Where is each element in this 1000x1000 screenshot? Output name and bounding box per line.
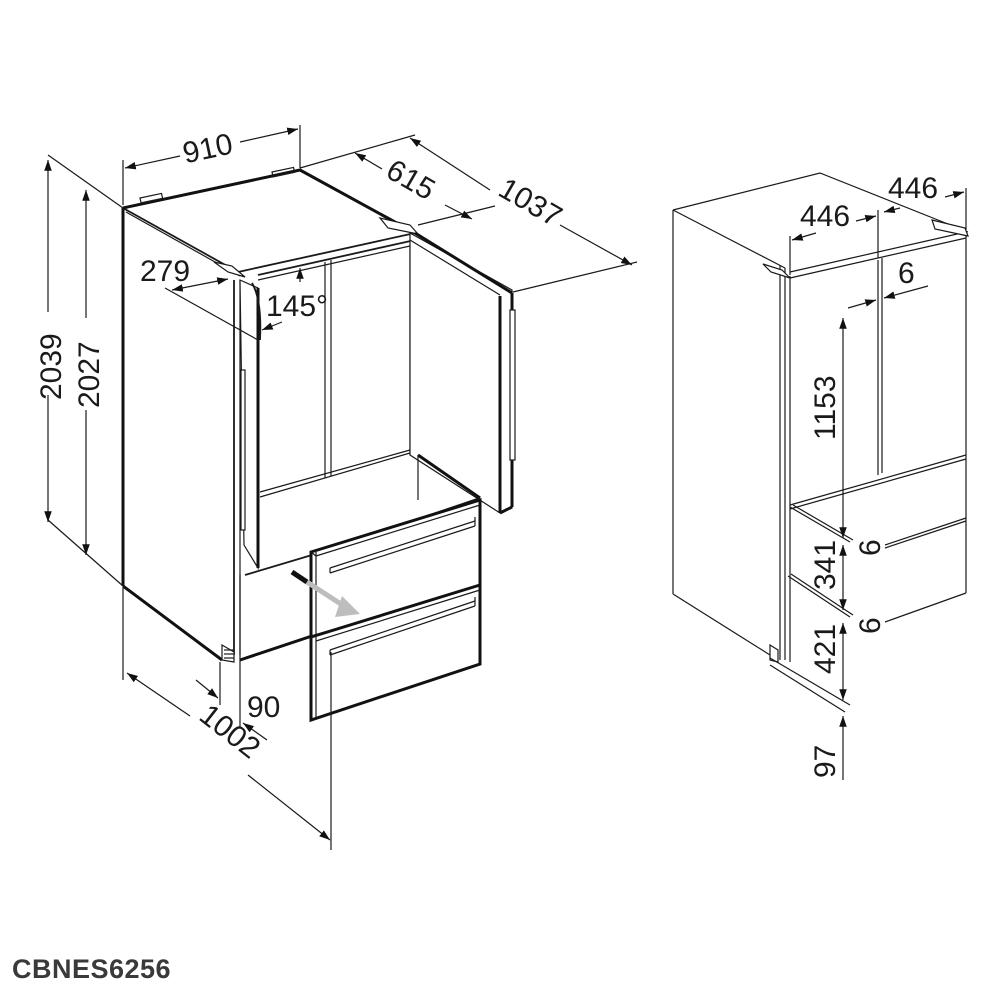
dim-2039-label: 2039: [35, 333, 68, 400]
dim-1153: 1153: [809, 318, 847, 538]
dim-446-left: 446: [789, 200, 879, 275]
dim-97-label: 97: [809, 745, 842, 778]
dim-421-label: 421: [809, 624, 842, 674]
dim-6-lower-label: 6: [854, 617, 887, 634]
dim-1002: 1002: [122, 588, 332, 850]
dim-341-label: 341: [809, 540, 842, 590]
dim-279-label: 279: [140, 255, 190, 288]
dim-2027-label: 2027: [73, 341, 106, 408]
dim-615: 615: [299, 134, 496, 226]
dim-90: 90: [195, 660, 280, 741]
dim-446-left-label: 446: [800, 200, 850, 233]
dim-2027: 2027: [73, 190, 106, 555]
lower-drawer: [309, 582, 482, 723]
dim-145-degrees: 145°: [261, 268, 328, 331]
dim-446-right: 446: [883, 172, 967, 230]
side-view: 446 446 6 1153 6 341 6 421: [672, 172, 969, 780]
dim-6-upper: 6: [854, 539, 887, 556]
dim-341: 341: [809, 540, 847, 610]
pull-out-arrow-icon: [290, 569, 360, 617]
dim-6-lower: 6: [854, 617, 887, 634]
left-door-open: [239, 279, 262, 571]
cabinet-top: [122, 166, 420, 278]
dim-910-label: 910: [180, 128, 236, 171]
dim-6-gap-label: 6: [898, 257, 915, 290]
dim-6-door-gap: 6: [847, 257, 929, 309]
dim-97: 97: [809, 716, 847, 780]
dim-2039: 2039: [35, 154, 124, 587]
dim-446-right-label: 446: [888, 172, 938, 205]
left-door-handle: [240, 369, 246, 531]
main-view: 910 615 1037 279 145°: [35, 125, 638, 850]
right-door-open: [409, 231, 516, 515]
dim-1153-label: 1153: [809, 375, 842, 440]
dim-279: 279: [140, 255, 259, 341]
dim-910: 910: [122, 125, 301, 205]
right-door-handle: [509, 309, 516, 461]
dim-421: 421: [809, 623, 847, 700]
dim-6-upper-label: 6: [854, 539, 887, 556]
upper-drawer-handle: [329, 517, 476, 574]
side-cabinet: [672, 172, 969, 713]
dim-615-label: 615: [381, 153, 441, 207]
lower-drawer-handle: [329, 597, 476, 656]
model-name: CBNES6256: [12, 954, 172, 984]
dim-90-label: 90: [247, 691, 280, 724]
dim-1037-label: 1037: [493, 172, 567, 234]
dim-145-label: 145°: [266, 290, 328, 323]
